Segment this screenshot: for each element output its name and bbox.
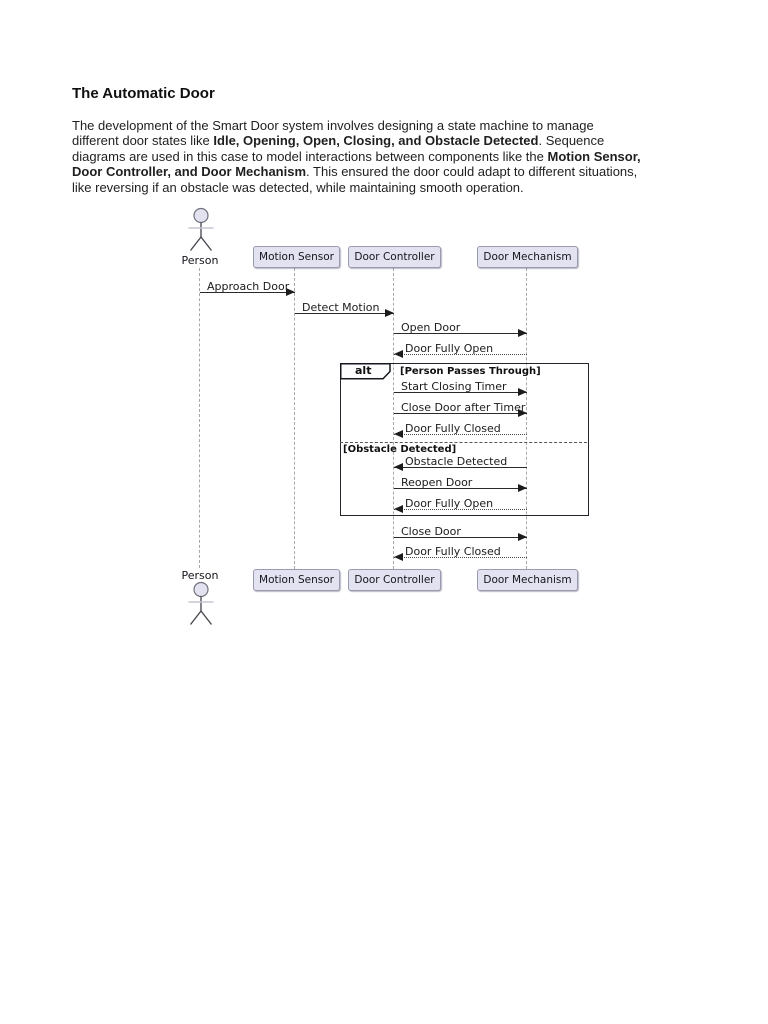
message-label: Door Fully Closed: [405, 545, 501, 558]
participant-door-controller-top: Door Controller: [348, 246, 441, 268]
lifeline-person: [199, 268, 200, 568]
lifeline-motion-sensor: [294, 268, 295, 569]
message-label: Approach Door: [207, 280, 290, 293]
arrowhead-icon: [518, 533, 527, 541]
lifeline-door-controller: [393, 268, 394, 569]
message-label: Close Door: [401, 525, 461, 538]
alt-guard-obstacle-detected: [Obstacle Detected]: [343, 444, 457, 455]
paragraph-line: The development of the Smart Door system…: [72, 118, 641, 133]
message-line: [394, 557, 527, 558]
paragraph-line: Door Controller, and Door Mechanism. Thi…: [72, 164, 641, 179]
participant-motion-sensor-top: Motion Sensor: [253, 246, 340, 268]
alt-operator-tag: alt: [340, 363, 392, 380]
actor-label-person-top: Person: [181, 254, 219, 267]
message-label: Detect Motion: [302, 301, 380, 314]
arrowhead-icon: [518, 409, 527, 417]
person-actor-icon: [188, 581, 214, 625]
arrowhead-icon: [518, 484, 527, 492]
text-segment: different door states like: [72, 133, 214, 149]
arrowhead-icon: [394, 350, 403, 358]
alt-divider: [340, 442, 587, 443]
text-segment: . Sequence: [538, 133, 605, 149]
text-segment-bold: Motion Sensor,: [547, 148, 641, 164]
message-line: [394, 434, 527, 435]
alt-pentagon-icon: [340, 363, 391, 380]
message-label: Start Closing Timer: [401, 380, 507, 393]
message-line: [394, 467, 527, 468]
alt-fragment-frame: [340, 363, 589, 516]
text-segment: . This ensured the door could adapt to d…: [306, 164, 638, 180]
participant-door-mechanism-bottom: Door Mechanism: [477, 569, 578, 591]
message-label: Close Door after Timer: [401, 401, 526, 414]
arrowhead-icon: [385, 309, 394, 317]
intro-paragraph: The development of the Smart Door system…: [72, 118, 641, 195]
page-title: The Automatic Door: [72, 85, 215, 102]
actor-label-person-bottom: Person: [181, 569, 219, 582]
paragraph-line: diagrams are used in this case to model …: [72, 149, 641, 164]
participant-door-controller-bottom: Door Controller: [348, 569, 441, 591]
arrowhead-icon: [394, 463, 403, 471]
message-line: [394, 509, 527, 510]
message-label: Open Door: [401, 321, 461, 334]
participant-motion-sensor-bottom: Motion Sensor: [253, 569, 340, 591]
text-segment: The development of the Smart Door system…: [72, 118, 594, 133]
arrowhead-icon: [286, 288, 295, 296]
message-line: [394, 488, 527, 489]
alt-operator-label: alt: [355, 364, 372, 377]
message-label: Reopen Door: [401, 476, 473, 489]
arrowhead-icon: [394, 505, 403, 513]
message-line: [394, 392, 527, 393]
alt-guard-person-passes-through: [Person Passes Through]: [400, 366, 541, 377]
message-line: [295, 313, 394, 314]
message-line: [394, 333, 527, 334]
text-segment: diagrams are used in this case to model …: [72, 148, 548, 164]
text-segment-bold: Idle, Opening, Open, Closing, and Obstac…: [213, 133, 539, 149]
message-label: Door Fully Closed: [405, 422, 501, 435]
message-label: Obstacle Detected: [405, 455, 508, 468]
paragraph-line: like reversing if an obstacle was detect…: [72, 180, 641, 195]
arrowhead-icon: [518, 388, 527, 396]
message-line: [394, 537, 527, 538]
message-line: [394, 354, 527, 355]
message-line: [394, 413, 527, 414]
paragraph-line: different door states like Idle, Opening…: [72, 133, 641, 148]
message-line: [200, 292, 295, 293]
arrowhead-icon: [394, 430, 403, 438]
arrowhead-icon: [518, 329, 527, 337]
message-label: Door Fully Open: [405, 497, 494, 510]
participant-door-mechanism-top: Door Mechanism: [477, 246, 578, 268]
arrowhead-icon: [394, 553, 403, 561]
person-actor-icon: [188, 207, 214, 251]
lifeline-door-mechanism: [526, 268, 527, 569]
message-label: Door Fully Open: [405, 342, 494, 355]
text-segment: like reversing if an obstacle was detect…: [72, 179, 524, 195]
text-segment-bold: Door Controller, and Door Mechanism: [72, 164, 307, 180]
